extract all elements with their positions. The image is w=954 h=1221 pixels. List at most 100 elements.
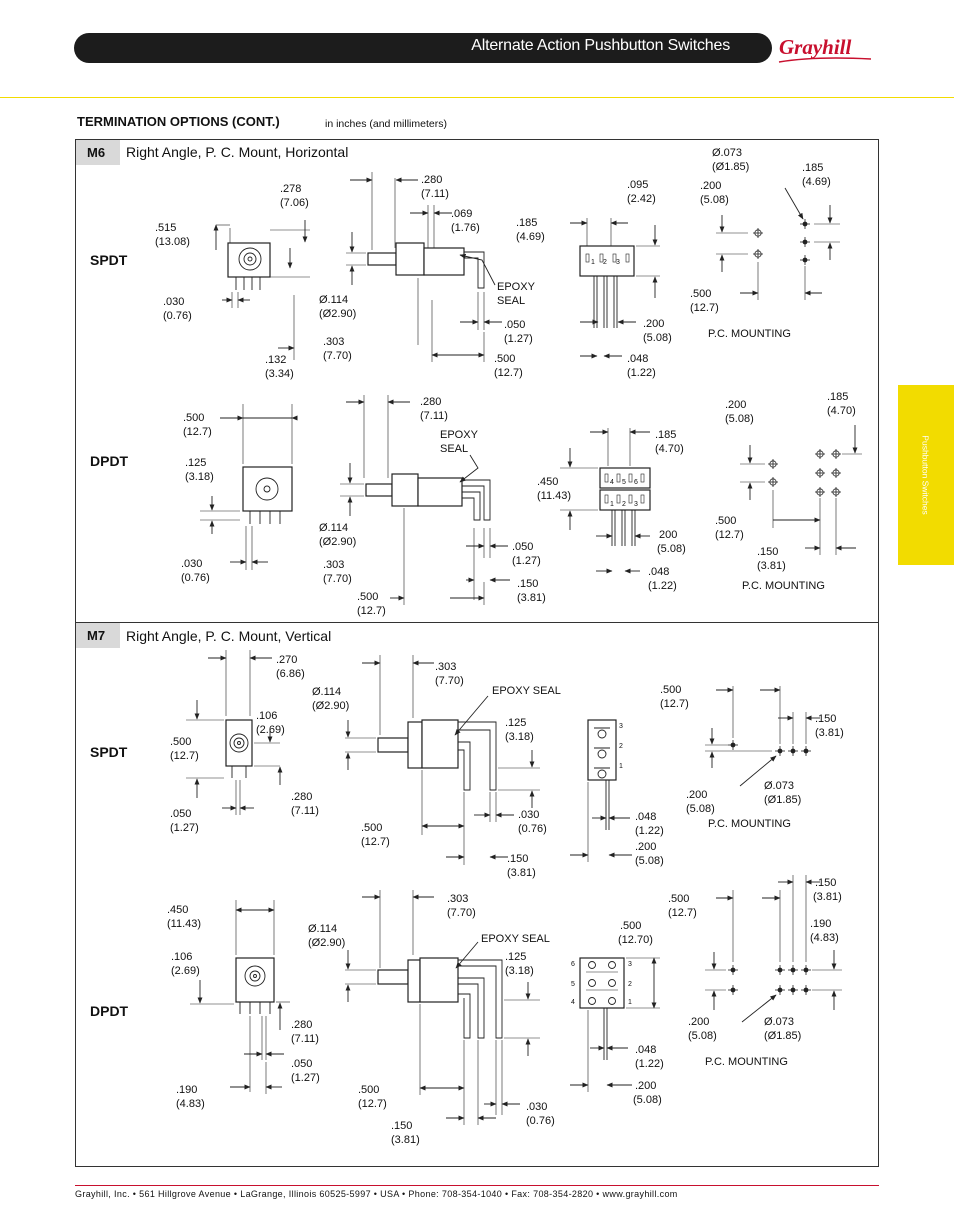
svg-text:5: 5 [571, 981, 575, 988]
svg-text:(7.11): (7.11) [291, 805, 319, 817]
svg-text:.500: .500 [170, 736, 191, 748]
side-tab[interactable]: Pushbutton Switches [898, 385, 954, 565]
svg-text:3: 3 [619, 723, 623, 730]
svg-text:6: 6 [634, 479, 638, 486]
svg-text:(6.86): (6.86) [276, 668, 305, 680]
svg-text:.280: .280 [421, 174, 442, 186]
svg-text:(12.7): (12.7) [660, 698, 689, 710]
svg-text:5: 5 [622, 479, 626, 486]
svg-text:.200: .200 [700, 180, 721, 192]
svg-text:.185: .185 [802, 162, 823, 174]
footer-rule [75, 1185, 879, 1186]
m7-spdt-label: SPDT [90, 744, 128, 760]
svg-text:.303: .303 [447, 893, 468, 905]
page-title: Alternate Action Pushbutton Switches [471, 37, 730, 54]
svg-text:P.C. MOUNTING: P.C. MOUNTING [708, 328, 791, 340]
m6-dpdt-label: DPDT [90, 453, 129, 469]
svg-text:.280: .280 [291, 1019, 312, 1031]
svg-text:Ø.073: Ø.073 [764, 780, 794, 792]
svg-text:(7.11): (7.11) [421, 188, 449, 200]
svg-text:2: 2 [603, 259, 607, 266]
svg-text:(0.76): (0.76) [163, 310, 192, 322]
svg-text:EPOXY SEAL: EPOXY SEAL [492, 685, 561, 697]
svg-text:.200: .200 [688, 1016, 709, 1028]
svg-text:.200: .200 [643, 318, 664, 330]
svg-text:(4.69): (4.69) [802, 176, 831, 188]
svg-text:(Ø1.85): (Ø1.85) [764, 794, 801, 806]
svg-text:(7.06): (7.06) [280, 197, 309, 209]
svg-text:Ø.114: Ø.114 [308, 923, 337, 935]
svg-text:.303: .303 [323, 336, 344, 348]
svg-text:(7.70): (7.70) [323, 573, 352, 585]
svg-text:.050: .050 [512, 541, 533, 553]
svg-text:(4.69): (4.69) [516, 231, 545, 243]
svg-text:1: 1 [591, 259, 595, 266]
svg-text:.185: .185 [516, 217, 537, 229]
svg-text:(Ø1.85): (Ø1.85) [764, 1030, 801, 1042]
m6-dpdt-end-view: 4 5 6 1 2 3 [560, 428, 651, 574]
svg-text:(5.08): (5.08) [688, 1030, 717, 1042]
m7-title: Right Angle, P. C. Mount, Vertical [126, 628, 332, 644]
svg-text:.303: .303 [323, 559, 344, 571]
svg-text:.500: .500 [668, 893, 689, 905]
svg-text:Ø.073: Ø.073 [764, 1016, 794, 1028]
svg-text:(13.08): (13.08) [155, 236, 190, 248]
m7-dpdt-dimensions: .450(11.43) .106(2.69) .280(7.11) .050(1… [167, 877, 842, 1146]
svg-text:(2.69): (2.69) [256, 724, 285, 736]
svg-text:.500: .500 [620, 920, 641, 932]
section-divider [75, 622, 879, 623]
svg-text:(3.18): (3.18) [185, 471, 214, 483]
svg-text:.200: .200 [686, 789, 707, 801]
svg-text:(12.7): (12.7) [357, 605, 386, 617]
svg-text:(2.69): (2.69) [171, 965, 200, 977]
svg-text:.030: .030 [526, 1101, 547, 1113]
svg-text:.030: .030 [518, 809, 539, 821]
svg-text:(5.08): (5.08) [725, 413, 754, 425]
m6-spdt-front-view [213, 220, 310, 360]
svg-text:3: 3 [628, 961, 632, 968]
svg-text:.200: .200 [635, 841, 656, 853]
svg-text:.190: .190 [810, 918, 831, 930]
svg-text:.200: .200 [635, 1080, 656, 1092]
svg-text:2: 2 [622, 501, 626, 508]
svg-text:(3.81): (3.81) [517, 592, 546, 604]
svg-text:(12.7): (12.7) [358, 1098, 387, 1110]
svg-text:.500: .500 [361, 822, 382, 834]
m6-dpdt-pc-mounting [740, 425, 862, 555]
m7-dpdt-end-view: 6 5 4 3 2 1 [570, 957, 660, 1092]
svg-text:.185: .185 [655, 429, 676, 441]
svg-text:(Ø2.90): (Ø2.90) [319, 308, 356, 320]
svg-text:EPOXY: EPOXY [497, 281, 536, 293]
svg-text:3: 3 [634, 501, 638, 508]
svg-text:.050: .050 [504, 319, 525, 331]
svg-text:(7.70): (7.70) [435, 675, 464, 687]
svg-text:(0.76): (0.76) [518, 823, 547, 835]
svg-text:.106: .106 [171, 951, 192, 963]
svg-text:.500: .500 [183, 412, 204, 424]
svg-text:.050: .050 [291, 1058, 312, 1070]
svg-text:.150: .150 [517, 578, 538, 590]
svg-text:(4.83): (4.83) [176, 1098, 205, 1110]
svg-text:.500: .500 [357, 591, 378, 603]
svg-text:(1.22): (1.22) [648, 580, 677, 592]
m7-spdt-end-view: 3 2 1 [570, 719, 632, 862]
svg-text:Ø.073: Ø.073 [712, 147, 742, 159]
svg-text:.500: .500 [690, 288, 711, 300]
svg-text:4: 4 [610, 479, 614, 486]
svg-text:.106: .106 [256, 710, 277, 722]
svg-text:(7.11): (7.11) [291, 1033, 319, 1045]
svg-text:.280: .280 [291, 791, 312, 803]
svg-text:(7.11): (7.11) [420, 410, 448, 422]
svg-text:.450: .450 [537, 476, 558, 488]
svg-text:.125: .125 [505, 951, 526, 963]
svg-text:(11.43): (11.43) [537, 490, 571, 502]
svg-text:(3.18): (3.18) [505, 731, 534, 743]
svg-text:(0.76): (0.76) [181, 572, 210, 584]
svg-text:.150: .150 [815, 877, 836, 889]
svg-text:.150: .150 [815, 713, 836, 725]
svg-text:Ø.114: Ø.114 [312, 686, 341, 698]
svg-text:1: 1 [610, 501, 614, 508]
m6-spdt-dimensions: .515(13.08) .278(7.06) .030(0.76) .132(3… [155, 147, 831, 380]
svg-text:(5.08): (5.08) [657, 543, 686, 555]
